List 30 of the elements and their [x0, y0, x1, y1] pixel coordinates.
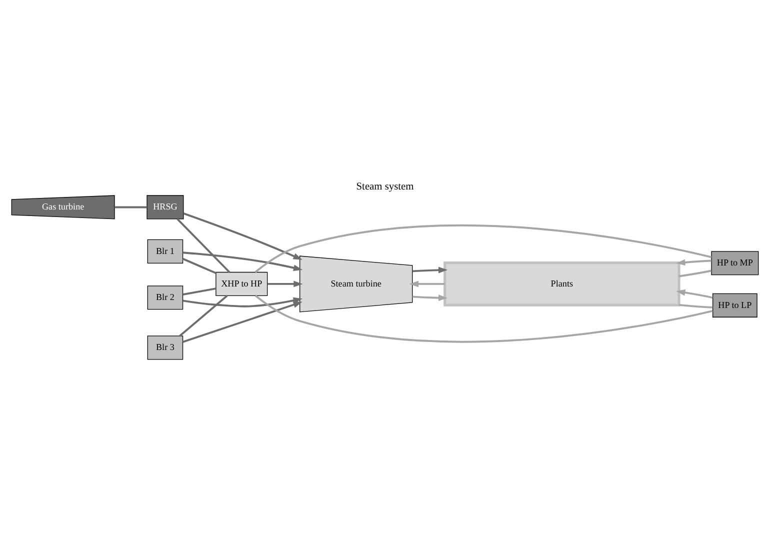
connector	[678, 269, 712, 277]
arrow	[183, 212, 302, 260]
arrow	[409, 280, 445, 287]
connector	[179, 294, 228, 336]
arrow	[182, 251, 303, 270]
diagram-title: Steam system	[356, 181, 414, 192]
arrow	[182, 301, 302, 342]
node-box: Blr 3	[147, 335, 184, 360]
node-box: Blr 2	[147, 285, 184, 310]
connector	[678, 303, 713, 308]
node-box: HRSG	[146, 194, 184, 219]
node-box: Steam turbine	[300, 255, 413, 312]
arrow	[412, 266, 448, 273]
node-box: XHP to HP	[216, 271, 268, 296]
node-box: HP to LP	[712, 292, 758, 317]
connector	[254, 224, 712, 272]
connector	[182, 287, 216, 295]
arrow	[676, 288, 713, 298]
arrow	[267, 280, 303, 287]
connector	[182, 257, 216, 274]
node-box: HP to MP	[711, 250, 759, 275]
connector	[254, 294, 713, 342]
arrow	[676, 258, 712, 266]
arrow	[412, 294, 448, 301]
node-box: Plants	[444, 261, 680, 306]
node-box: Blr 1	[147, 238, 184, 263]
arrow	[182, 296, 302, 307]
connector	[114, 206, 147, 208]
connector	[176, 218, 230, 272]
node-box: Gas turbine	[11, 194, 115, 219]
